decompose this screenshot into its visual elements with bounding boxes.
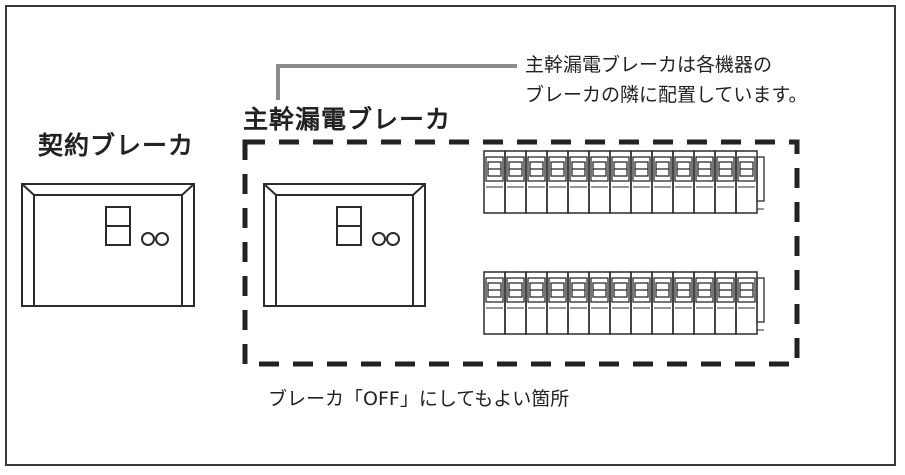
branch-breaker [651,150,674,214]
main-breaker-label: 主幹漏電ブレーカ [243,105,452,134]
off-ok-region [242,139,800,367]
branch-breaker [735,150,758,214]
branch-breaker [630,150,653,214]
contract-breaker [21,183,195,307]
branch-breaker [651,271,674,335]
branch-breaker [735,271,758,335]
main-breaker-indicator-icon [372,232,400,246]
branch-breaker [609,150,632,214]
main-breaker-switch [336,206,362,246]
branch-breaker [672,150,695,214]
branch-breaker [504,150,527,214]
branch-breaker [693,150,716,214]
note-text: 主幹漏電ブレーカは各機器の ブレーカの隣に配置しています。 [525,50,808,110]
branch-breaker [483,271,506,335]
branch-breaker [504,271,527,335]
branch-breaker [672,271,695,335]
branch-breaker [630,271,653,335]
branch-breaker [588,271,611,335]
main-leakage-breaker [263,183,426,307]
branch-breaker [609,271,632,335]
leader-line [276,64,517,100]
branch-breaker [483,150,506,214]
branch-breaker [525,150,548,214]
branch-breaker [567,271,590,335]
branch-breaker [525,271,548,335]
diagram-frame [5,5,896,466]
branch-breaker [546,271,569,335]
branch-row-end-cap [756,156,765,210]
contract-breaker-switch [105,206,131,246]
branch-row-end-cap [756,277,765,331]
contract-breaker-label: 契約ブレーカ [38,131,195,160]
branch-breaker [714,150,737,214]
branch-breaker-row-lower [483,271,765,335]
branch-breaker [693,271,716,335]
branch-breaker [567,150,590,214]
branch-breaker [546,150,569,214]
contract-breaker-indicator-icon [141,232,169,246]
note-line-1: 主幹漏電ブレーカは各機器の [525,54,773,76]
branch-breaker [588,150,611,214]
off-ok-caption: ブレーカ「OFF」にしてもよい箇所 [268,388,570,410]
branch-breaker [714,271,737,335]
note-line-2: ブレーカの隣に配置しています。 [525,84,808,106]
branch-breaker-row-upper [483,150,765,214]
